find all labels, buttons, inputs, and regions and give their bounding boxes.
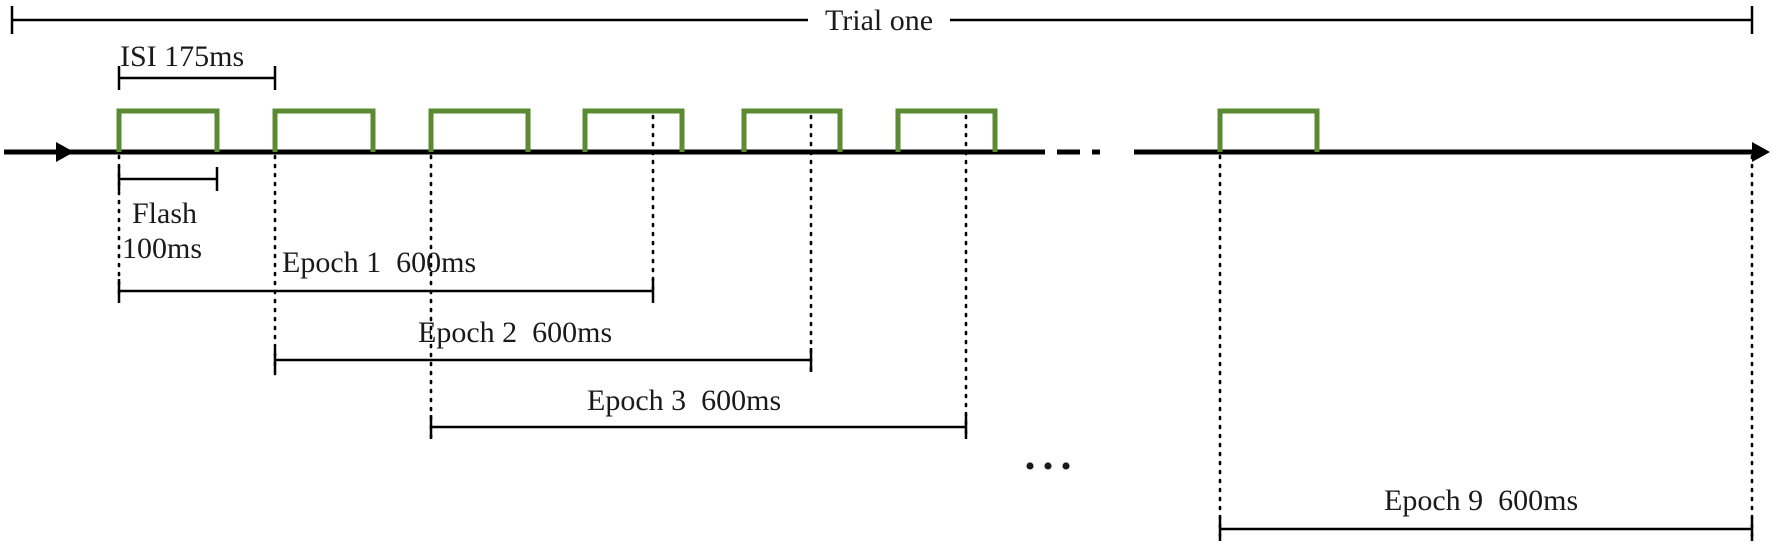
epoch-3-label: Epoch 3 600ms xyxy=(587,384,781,417)
flash-pulse xyxy=(582,108,685,152)
trial-span: Trial one xyxy=(10,4,1754,37)
flash-pulses xyxy=(116,108,1320,152)
epoch-2-span: Epoch 2 600ms xyxy=(273,316,813,372)
trial-label: Trial one xyxy=(825,4,933,37)
ellipsis: • • • xyxy=(1025,450,1072,483)
flash-span: Flash 100ms xyxy=(117,167,219,265)
flash-pulse xyxy=(741,108,843,152)
flash-pulse xyxy=(1217,108,1320,152)
isi-label: ISI 175ms xyxy=(120,40,244,73)
epoch-9-label: Epoch 9 600ms xyxy=(1384,484,1578,517)
epoch-3-span: Epoch 3 600ms xyxy=(429,384,968,439)
flash-pulse xyxy=(428,108,531,152)
epoch-1-label: Epoch 1 600ms xyxy=(282,246,476,279)
flash-pulse xyxy=(895,108,998,152)
epoch-1-span: Epoch 1 600ms xyxy=(117,246,655,303)
flash-label-line2: 100ms xyxy=(122,232,202,265)
arrowhead-right-icon xyxy=(1752,142,1770,162)
isi-span: ISI 175ms xyxy=(117,40,277,90)
guide-lines xyxy=(117,114,1754,542)
flash-label-line1: Flash xyxy=(132,197,197,230)
timeline-axis xyxy=(4,142,1770,162)
flash-pulse xyxy=(116,108,220,152)
epoch-2-label: Epoch 2 600ms xyxy=(418,316,612,349)
flash-pulse xyxy=(272,108,376,152)
epoch-9-span: Epoch 9 600ms xyxy=(1218,484,1754,541)
arrowhead-right-icon xyxy=(56,142,74,162)
